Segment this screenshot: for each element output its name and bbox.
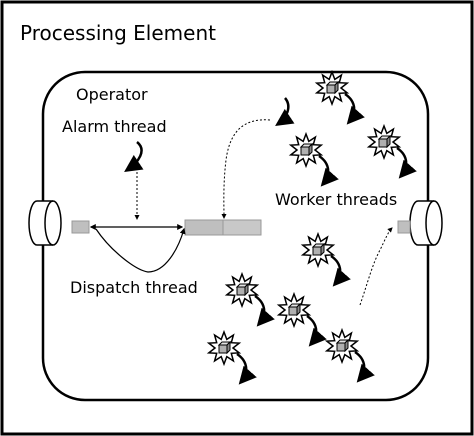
output-port-icon [409, 200, 443, 246]
worker-thread-icon [300, 231, 351, 287]
worker-thread-icon [324, 327, 375, 383]
cube-icon [300, 146, 310, 156]
cube-icon [326, 84, 336, 94]
cube-side [320, 242, 325, 257]
curved-arrow-icon [330, 254, 351, 287]
shared-queue [184, 219, 262, 236]
cube-icon [218, 344, 228, 354]
cube-icon [336, 342, 346, 352]
processing-element-title: Processing Element [20, 21, 216, 45]
dispatch-thread-arrow [95, 227, 186, 273]
alarm-thread-label: Alarm thread [62, 117, 167, 136]
cube-side [334, 80, 339, 95]
operator-label: Operator [76, 85, 148, 104]
cube-icon [236, 286, 246, 296]
cube-side [296, 302, 301, 317]
cube-icon [312, 246, 322, 256]
worker-thread-icon [288, 131, 339, 187]
worker-threads-group [206, 69, 417, 385]
curved-arrow-icon [318, 154, 339, 187]
worker-thread-icon [224, 271, 275, 327]
input-port-icon [28, 200, 62, 246]
curved-arrow-icon [344, 92, 365, 125]
cube-side [344, 338, 349, 353]
curved-arrow-icon [306, 314, 327, 347]
curved-arrow-icon [254, 294, 275, 327]
cube-side [386, 134, 391, 149]
top-worker-arrow [275, 97, 295, 126]
dispatch-thread-label: Dispatch thread [70, 278, 198, 297]
cube-icon [288, 306, 298, 316]
cube-side [226, 340, 231, 355]
input-queue [71, 220, 90, 234]
alarm-thread-arrow [124, 141, 144, 172]
cube-icon [378, 138, 388, 148]
cube-side [308, 142, 313, 157]
curved-arrow-icon [236, 352, 257, 385]
curved-arrow-icon [354, 350, 375, 383]
worker-to-output-dotted-arrow [359, 227, 393, 306]
worker-thread-icon [206, 329, 257, 385]
output-queue [397, 220, 411, 234]
curved-arrow-icon [396, 146, 417, 179]
worker-threads-label: Worker threads [275, 190, 397, 209]
worker-thread-icon [276, 291, 327, 347]
worker-thread-icon [314, 69, 365, 125]
cube-side [244, 282, 249, 297]
worker-to-queue-dotted-arrow [221, 119, 271, 219]
worker-thread-icon [366, 123, 417, 179]
